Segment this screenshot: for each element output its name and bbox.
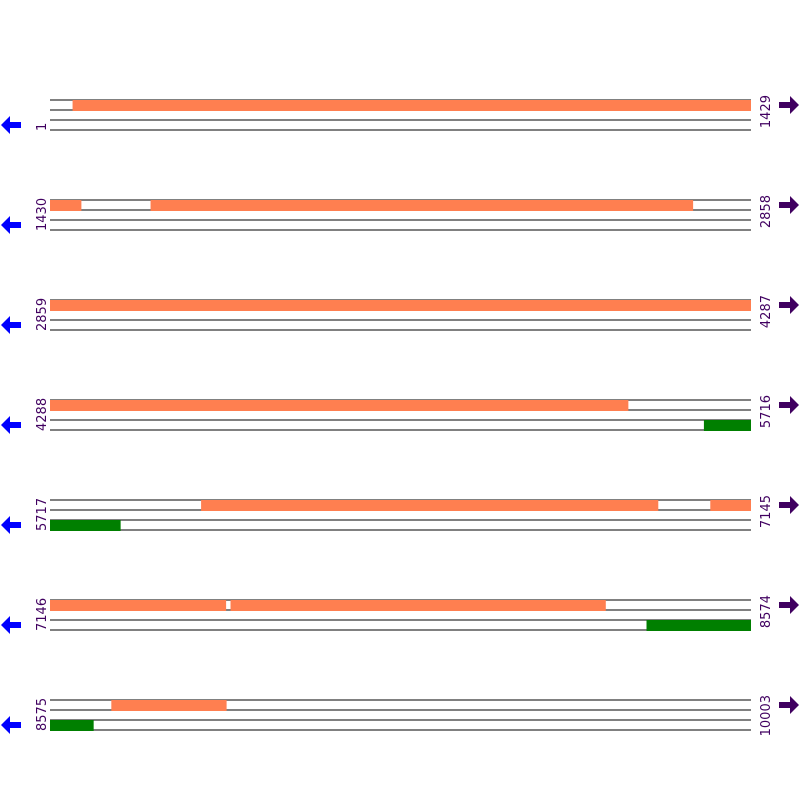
forward-strand-arrow-icon[interactable] [779,196,799,214]
forward-strand-arrow-icon[interactable] [779,496,799,514]
reverse-strand-arrow-icon[interactable] [1,216,21,234]
forward-feature-bar[interactable] [50,300,751,311]
row-start-position: 8575 [35,698,50,731]
sequence-row: 7146 8574 [1,595,799,634]
forward-feature-bar[interactable] [50,600,227,611]
forward-feature-bar[interactable] [50,400,629,411]
row-end-position: 10003 [759,695,774,736]
reverse-strand-arrow-icon[interactable] [1,316,21,334]
row-start-position: 5717 [35,498,50,531]
sequence-row: 2859 4287 [1,295,799,334]
sequence-row: 1430 2858 [1,195,799,234]
reverse-feature-bar[interactable] [703,420,751,431]
row-end-position: 8574 [759,595,774,628]
forward-feature-bar[interactable] [111,700,227,711]
sequence-row: 1 1429 [1,95,799,134]
reverse-feature-bar[interactable] [50,520,121,531]
sequence-row: 4288 5716 [1,395,799,434]
row-end-position: 2858 [759,195,774,228]
row-start-position: 1430 [35,198,50,231]
forward-strand-arrow-icon[interactable] [779,596,799,614]
row-start-position: 2859 [35,298,50,331]
reverse-strand-arrow-icon[interactable] [1,716,21,734]
reverse-strand-arrow-icon[interactable] [1,616,21,634]
forward-feature-bar[interactable] [50,200,82,211]
row-start-position: 1 [35,123,50,131]
forward-strand-arrow-icon[interactable] [779,296,799,314]
forward-feature-bar[interactable] [150,200,694,211]
forward-strand-arrow-icon[interactable] [779,696,799,714]
forward-feature-bar[interactable] [72,100,751,111]
reverse-strand-arrow-icon[interactable] [1,116,21,134]
reverse-strand-arrow-icon[interactable] [1,516,21,534]
forward-feature-bar[interactable] [201,500,659,511]
forward-strand-arrow-icon[interactable] [779,96,799,114]
reverse-feature-bar[interactable] [646,620,751,631]
reverse-strand-arrow-icon[interactable] [1,416,21,434]
row-start-position: 7146 [35,598,50,631]
row-end-position: 5716 [759,395,774,428]
row-end-position: 1429 [759,95,774,128]
row-end-position: 4287 [759,295,774,328]
forward-feature-bar[interactable] [230,600,606,611]
forward-feature-bar[interactable] [710,500,751,511]
forward-strand-arrow-icon[interactable] [779,396,799,414]
reverse-feature-bar[interactable] [50,720,94,731]
sequence-rows: 1 1429 1430 2858 2859 4287 4288 5716 5717 7145 714… [1,95,799,736]
sequence-row: 8575 10003 [1,695,799,736]
sequence-row: 5717 7145 [1,495,799,534]
row-end-position: 7145 [759,495,774,528]
row-start-position: 4288 [35,398,50,431]
